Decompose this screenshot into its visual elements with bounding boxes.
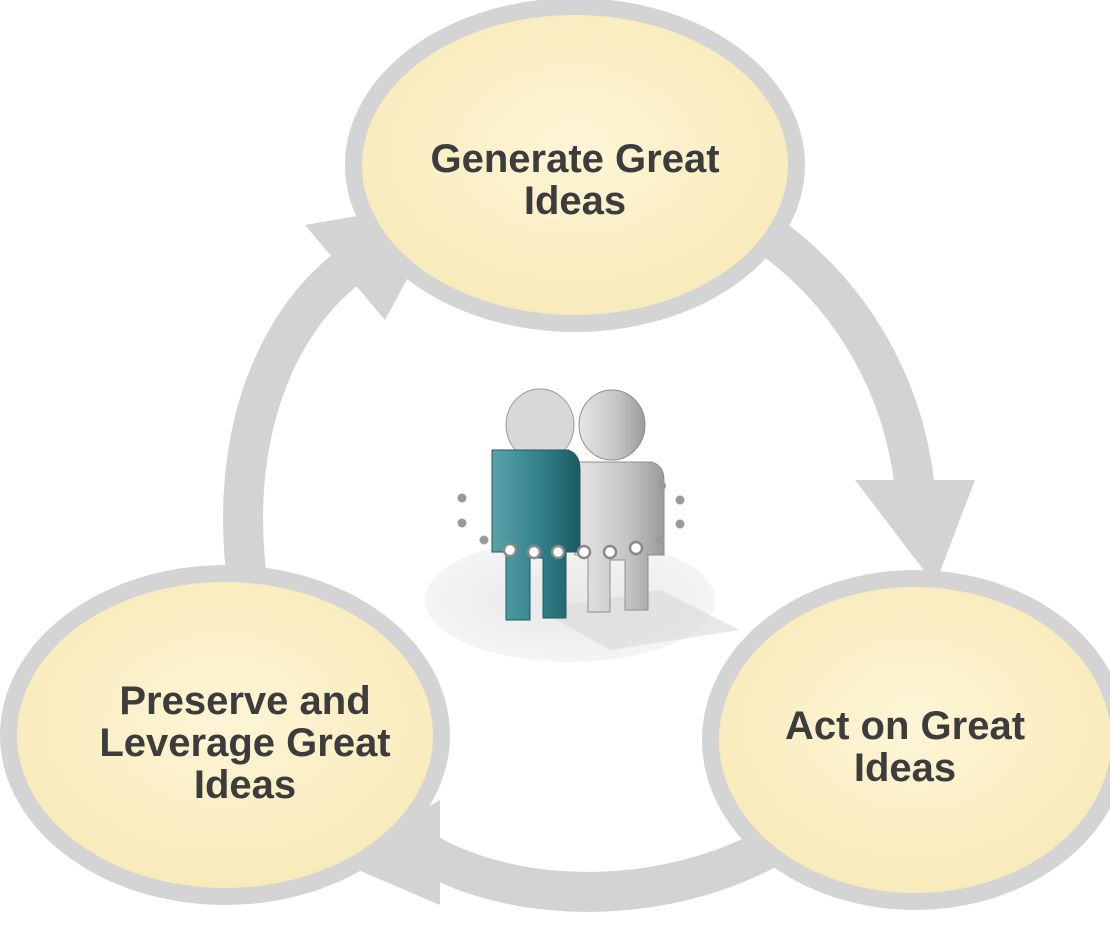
teal-person-figure xyxy=(491,388,581,621)
node-generate-shape xyxy=(345,0,805,332)
node-preserve-line-3: Ideas xyxy=(193,763,297,807)
node-preserve-line-1: Preserve and xyxy=(119,679,371,723)
node-act-label: Act on Great Ideas xyxy=(735,705,1075,789)
node-generate-line-1: Generate Great xyxy=(430,137,720,181)
arrow-preserve-to-generate xyxy=(223,254,358,604)
node-preserve-line-2: Leverage Great xyxy=(99,721,391,765)
node-generate-line-2: Ideas xyxy=(523,179,627,223)
arrow-act-to-preserve xyxy=(420,832,775,912)
gray-person-figure xyxy=(574,389,665,613)
cycle-arrows xyxy=(223,224,935,912)
node-preserve-shape xyxy=(0,565,450,905)
connection-dots xyxy=(502,540,644,560)
arrowhead-right xyxy=(855,480,975,585)
node-generate-label: Generate Great Ideas xyxy=(395,138,755,222)
node-act-line-2: Ideas xyxy=(853,746,957,790)
arrow-generate-to-act xyxy=(762,224,935,493)
node-preserve-label: Preserve and Leverage Great Ideas xyxy=(55,680,435,806)
orbit-dots xyxy=(457,482,685,545)
two-people-collaboration-icon xyxy=(425,388,740,662)
node-act-line-1: Act on Great xyxy=(784,704,1026,748)
node-act-shape xyxy=(702,570,1110,910)
